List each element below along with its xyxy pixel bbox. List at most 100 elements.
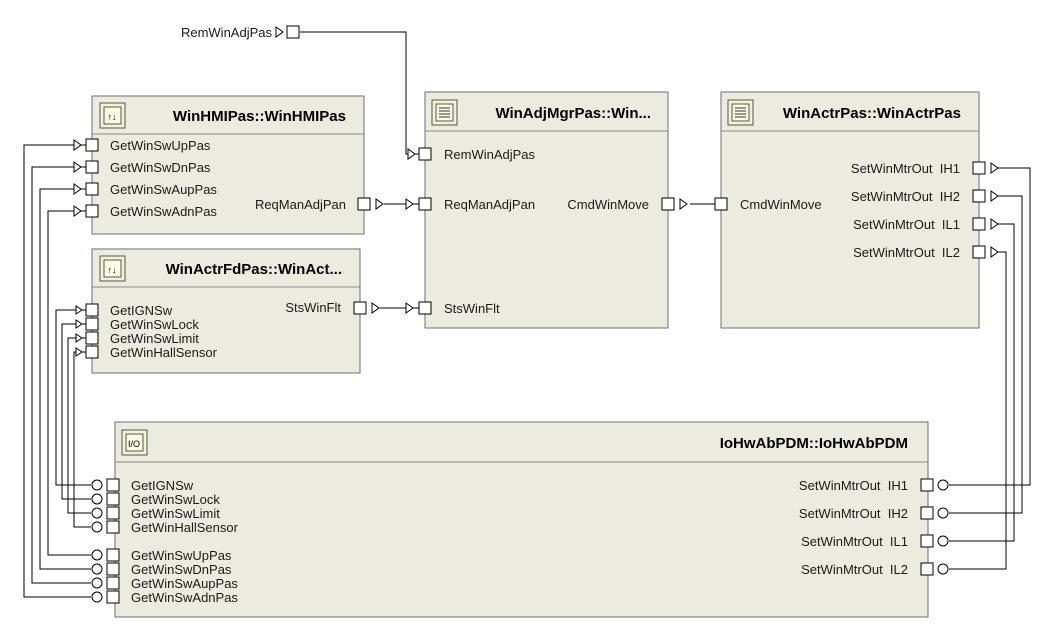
wire-bus-left-outer [23,144,91,598]
required-port-icon [91,549,103,561]
port-cmdwinmove-out[interactable]: CmdWinMove [567,197,688,212]
port-label: StsWinFlt [444,301,500,316]
port-label: SetWinMtrOut IL1 [853,217,960,232]
port-io-setwinmtrout-il1[interactable]: SetWinMtrOut IL1 [801,534,949,549]
chevron-right-icon [405,198,414,210]
component-title: WinActrPas::WinActrPas [783,105,961,122]
port-label: ReqManAdjPan [444,197,535,212]
port-io-getwinswlimit[interactable]: GetWinSwLimit [91,506,220,521]
svg-text:↑↓: ↑↓ [108,112,117,122]
chevron-left-icon [990,218,999,230]
port-io-setwinmtrout-ih2[interactable]: SetWinMtrOut IH2 [799,506,949,521]
chevron-right-icon [407,148,416,160]
external-port-label: RemWinAdjPas [181,25,273,40]
required-port-icon [91,521,103,533]
port-cmdwinmove-in[interactable]: CmdWinMove [714,197,822,212]
port-label: SetWinMtrOut IH2 [799,506,908,521]
port-getwinswuppas[interactable]: GetWinSwUpPas [73,138,211,153]
wire-ih2 [949,195,1023,514]
required-port-icon [91,591,103,603]
chevron-right-icon [275,26,284,38]
external-port-remwinadjpas[interactable]: RemWinAdjPas [181,25,300,40]
port-label: GetIGNSw [110,303,173,318]
wire-hmi-aup [39,188,91,570]
required-port-icon [937,563,949,575]
port-setwinmtrout-il2[interactable]: SetWinMtrOut IL2 [853,245,999,260]
port-label: RemWinAdjPas [444,147,536,162]
wire-hmi-adn [47,210,91,556]
port-label: GetWinSwAdnPas [110,204,217,219]
component-iohwabpdm[interactable]: I/O IoHwAbPDM::IoHwAbPDM GetIGNSw GetWin… [91,421,949,618]
chevron-left-icon [990,162,999,174]
component-winactrpas[interactable]: WinActrPas::WinActrPas CmdWinMove SetWin… [714,91,999,329]
port-setwinmtrout-ih2[interactable]: SetWinMtrOut IH2 [851,189,999,204]
port-io-setwinmtrout-il2[interactable]: SetWinMtrOut IL2 [801,562,949,577]
required-port-icon [937,535,949,547]
hmi-in-ports: GetWinSwUpPas GetWinSwDnPas GetWinSwAupP… [73,138,217,219]
port-label: GetWinSwLimit [110,331,199,346]
svg-text:I/O: I/O [128,439,140,449]
chevron-left-icon [990,246,999,258]
port-label: SetWinMtrOut IL1 [801,534,908,549]
port-getwinhallsensor[interactable]: GetWinHallSensor [75,345,218,360]
component-winhmipas[interactable]: ↑↓ WinHMIPas::WinHMIPas GetWinSwUpPas Ge… [73,95,384,235]
port-label: SetWinMtrOut IL2 [853,245,960,260]
chevron-right-icon [679,198,688,210]
component-title: WinAdjMgrPas::Win... [495,105,651,122]
component-winactrfdpas[interactable]: ↑↓ WinActrFdPas::WinAct... GetIGNSw GetW… [75,248,380,374]
port-square[interactable] [286,25,300,39]
chevron-right-icon [375,198,384,210]
port-label: GetWinSwAdnPas [131,590,238,605]
wire-ih1 [949,167,1031,486]
io-left-ports-a: GetIGNSw GetWinSwLock GetWinSwLimit GetW… [91,478,239,535]
port-label: GetWinSwLimit [131,506,220,521]
port-io-getwinswadnpas[interactable]: GetWinSwAdnPas [91,590,238,605]
io-left-ports-b: GetWinSwUpPas GetWinSwDnPas GetWinSwAupP… [91,548,238,605]
component-winadjmgrpas[interactable]: WinAdjMgrPas::Win... RemWinAdjPas ReqMan… [405,91,688,329]
component-title: WinActrFdPas::WinAct... [166,261,342,278]
port-io-getwinhallsensor[interactable]: GetWinHallSensor [91,520,239,535]
port-io-getwinswuppas[interactable]: GetWinSwUpPas [91,548,232,563]
port-io-setwinmtrout-ih1[interactable]: SetWinMtrOut IH1 [799,478,949,493]
required-port-icon [91,493,103,505]
switch-icon: ↑↓ [99,255,126,282]
port-io-getwinswauppas[interactable]: GetWinSwAupPas [91,576,238,591]
port-io-getignsw[interactable]: GetIGNSw [91,478,194,493]
port-stswinflt-out[interactable]: StsWinFlt [285,300,380,315]
port-label: GetWinSwDnPas [110,160,211,175]
port-label: SetWinMtrOut IL2 [801,562,908,577]
port-getwinswlock[interactable]: GetWinSwLock [75,317,199,332]
required-port-icon [91,577,103,589]
port-getwinswlimit[interactable]: GetWinSwLimit [75,331,199,346]
port-label: SetWinMtrOut IH1 [851,161,960,176]
port-getignsw[interactable]: GetIGNSw [75,303,173,318]
port-getwinswadnpas[interactable]: GetWinSwAdnPas [73,204,217,219]
port-getwinswauppas[interactable]: GetWinSwAupPas [73,182,217,197]
required-port-icon [937,479,949,491]
wire-il1 [949,223,1015,542]
port-label: GetWinSwAupPas [131,576,238,591]
port-reqmanadjpan-in[interactable]: ReqManAdjPan [405,197,535,212]
required-port-icon [91,507,103,519]
chevron-left-icon [990,190,999,202]
port-setwinmtrout-il1[interactable]: SetWinMtrOut IL1 [853,217,999,232]
port-remwinadjpas-in[interactable]: RemWinAdjPas [407,147,536,162]
port-label: SetWinMtrOut IH1 [799,478,908,493]
port-label: ReqManAdjPan [255,197,346,212]
svg-text:↑↓: ↑↓ [108,265,117,275]
port-setwinmtrout-ih1[interactable]: SetWinMtrOut IH1 [851,161,999,176]
wire-fd-lock [61,323,91,500]
port-stswinflt-in[interactable]: StsWinFlt [405,301,500,316]
list-icon [727,99,754,126]
port-io-getwinswlock[interactable]: GetWinSwLock [91,492,220,507]
port-io-getwinswdnpas[interactable]: GetWinSwDnPas [91,562,232,577]
chevron-right-icon [371,302,380,314]
port-label: GetWinSwLock [110,317,199,332]
port-getwinswdnpas[interactable]: GetWinSwDnPas [73,160,211,175]
chevron-right-icon [73,161,82,173]
port-reqmanadjpan-out[interactable]: ReqManAdjPan [255,197,384,212]
list-icon [431,99,458,126]
port-label: SetWinMtrOut IH2 [851,189,960,204]
chevron-right-icon [75,333,83,343]
switch-icon: ↑↓ [99,102,126,129]
